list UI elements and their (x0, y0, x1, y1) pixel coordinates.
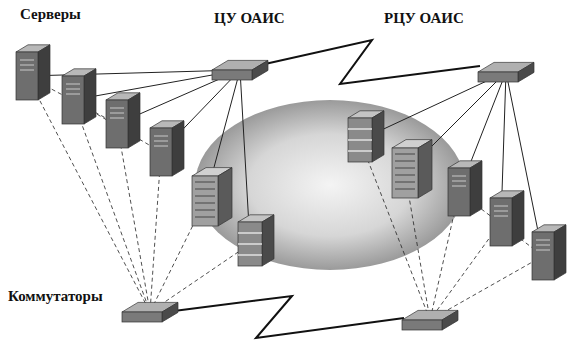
wan-link (256, 40, 480, 84)
server-slot (66, 84, 80, 85)
box-front (212, 70, 252, 80)
box-side (470, 161, 482, 216)
storage-slot (195, 188, 215, 189)
server-slot (110, 108, 124, 109)
storage-slot (195, 195, 215, 196)
box-side (252, 60, 268, 80)
box-side (518, 62, 534, 82)
box-front (448, 168, 470, 216)
box-side (162, 302, 178, 322)
box-side (418, 140, 432, 198)
storage-icon (392, 140, 432, 198)
box-side (262, 215, 274, 266)
wan-link (166, 296, 404, 338)
box-front (16, 52, 38, 100)
server-slot (66, 94, 80, 95)
box-front (490, 198, 512, 246)
disk-array-icon (238, 215, 274, 266)
disk-band (238, 254, 262, 256)
server-slot (110, 118, 124, 119)
server-slot (154, 146, 168, 147)
caption-label: Серверы (18, 6, 83, 23)
server-slot (452, 186, 466, 187)
server-slot (154, 136, 168, 137)
box-front (150, 128, 172, 176)
storage-slot (395, 188, 415, 189)
box-side (554, 225, 566, 280)
server-slot (536, 245, 550, 246)
storage-slot (395, 167, 415, 168)
disk-band (348, 128, 372, 130)
dashed-link (117, 124, 150, 312)
caption-label: ЦУ ОАИС (212, 10, 287, 27)
switch-icon (402, 310, 458, 330)
disk-band (348, 150, 372, 152)
server-icon (16, 45, 50, 100)
disk-array-icon (348, 111, 384, 162)
box-front (238, 222, 262, 266)
box-front (532, 232, 554, 280)
storage-icon (192, 168, 232, 226)
server-icon (532, 225, 566, 280)
server-icon (448, 161, 482, 216)
box-side (128, 93, 140, 148)
box-front (348, 118, 372, 162)
server-icon (62, 69, 96, 124)
box-side (218, 168, 232, 226)
network-cloud (195, 100, 465, 270)
storage-slot (195, 181, 215, 182)
storage-slot (395, 181, 415, 182)
storage-slot (195, 202, 215, 203)
server-slot (494, 216, 508, 217)
dashed-link (150, 244, 250, 312)
storage-slot (195, 216, 215, 217)
server-slot (536, 240, 550, 241)
server-slot (494, 211, 508, 212)
box-front (62, 76, 84, 124)
server-slot (494, 206, 508, 207)
box-front (392, 148, 418, 198)
solid-link (27, 70, 240, 76)
server-icon (150, 121, 184, 176)
box-side (442, 310, 458, 330)
switch-icon (122, 302, 178, 322)
box-side (372, 111, 384, 162)
box-side (172, 121, 184, 176)
box-front (106, 100, 128, 148)
caption-label: Коммутаторы (6, 288, 105, 305)
caption-label: РЦУ ОАИС (382, 10, 466, 27)
storage-slot (395, 153, 415, 154)
switch-icon (212, 60, 268, 80)
storage-slot (395, 160, 415, 161)
server-slot (110, 113, 124, 114)
server-icon (106, 93, 140, 148)
box-front (402, 320, 442, 330)
box-side (38, 45, 50, 100)
box-front (192, 176, 218, 226)
disk-band (348, 139, 372, 141)
disk-band (238, 232, 262, 234)
box-side (512, 191, 524, 246)
server-slot (154, 141, 168, 142)
server-slot (452, 176, 466, 177)
box-front (478, 72, 518, 82)
server-icon (490, 191, 524, 246)
disk-band (238, 243, 262, 245)
box-side (84, 69, 96, 124)
storage-slot (395, 174, 415, 175)
storage-slot (195, 209, 215, 210)
server-slot (452, 181, 466, 182)
server-slot (20, 60, 34, 61)
server-slot (66, 89, 80, 90)
server-slot (20, 70, 34, 71)
box-front (122, 312, 162, 322)
server-slot (536, 250, 550, 251)
switch-icon (478, 62, 534, 82)
server-slot (20, 65, 34, 66)
